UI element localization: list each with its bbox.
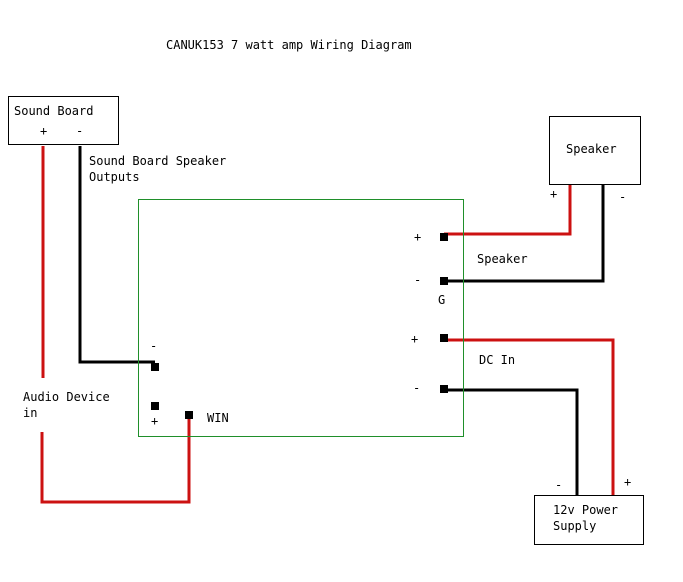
audio-device-line1: Audio Device [23,390,110,404]
terminal-speaker-plus [440,233,448,241]
amp-input-plus-label: + [151,414,159,428]
power-supply-line2: Supply [553,519,597,533]
speaker-box: Speaker [549,116,641,185]
sound-board-outputs-line2: Outputs [89,170,140,184]
amp-speaker-minus-label: - [414,273,422,287]
amp-speaker-label: Speaker [477,252,528,266]
amp-dc-minus-label: - [413,381,421,395]
red-wire-speaker-plus [444,184,572,236]
terminal-input-plus [151,402,159,410]
amp-g-label: G [438,293,446,307]
red-wire-win [40,415,191,504]
speaker-label: Speaker [566,142,617,156]
terminal-input-minus [151,363,159,371]
diagram-title: CANUK153 7 watt amp Wiring Diagram [166,38,412,52]
red-wire-dc-plus [444,338,615,496]
amp-speaker-plus-label: + [414,230,422,244]
terminal-win [185,411,193,419]
speaker-plus: + [550,187,558,201]
black-wire-soundboard-minus [78,146,155,364]
amp-win-label: WIN [207,411,229,425]
amp-dc-plus-label: + [411,332,419,346]
amp-input-minus-label: - [150,339,158,353]
power-supply-minus: - [555,478,563,492]
black-wire-dc-minus [444,388,579,496]
amplifier-board [138,199,464,437]
amp-dc-label: DC In [479,353,516,367]
power-supply-plus: + [624,475,632,489]
sound-board-label: Sound Board [14,104,94,118]
power-supply-box: 12v Power Supply [534,495,644,545]
speaker-minus: - [619,190,627,204]
audio-device-line2: in [23,406,38,420]
power-supply-line1: 12v Power [553,503,619,517]
black-wire-speaker-minus [444,184,605,283]
sound-board-box: Sound Board + - [8,96,119,145]
sound-board-outputs-line1: Sound Board Speaker [89,154,227,168]
terminal-speaker-minus [440,277,448,285]
terminal-dc-plus [440,334,448,342]
sound-board-plus: + [40,124,48,138]
sound-board-minus: - [76,124,84,138]
terminal-dc-minus [440,385,448,393]
